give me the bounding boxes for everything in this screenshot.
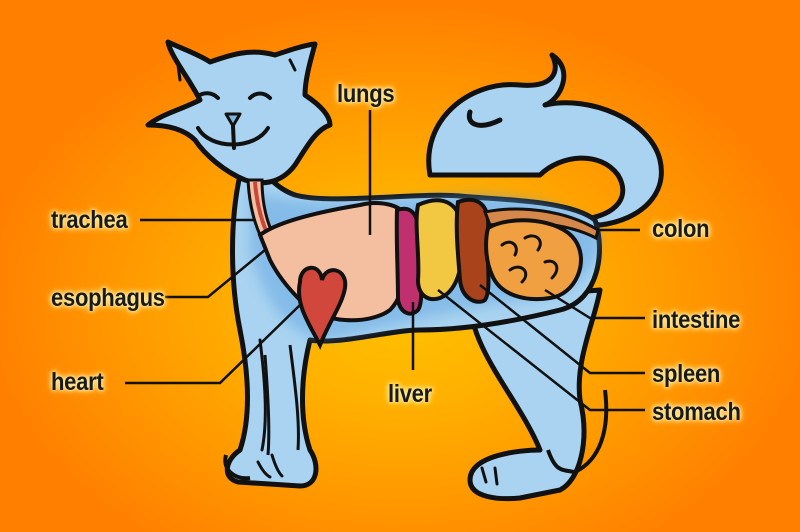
cat-head [145, 39, 333, 186]
label-liver: liver [388, 380, 432, 408]
stomach-leader [437, 289, 645, 412]
cat-tail [426, 52, 664, 228]
label-spleen: spleen [652, 360, 721, 388]
label-trachea: trachea [51, 206, 128, 234]
label-heart: heart [51, 368, 104, 396]
heart-leader [125, 304, 301, 385]
spleen-leader [479, 284, 645, 375]
label-colon: colon [652, 215, 710, 243]
leader-lines [125, 110, 645, 412]
esophagus-leader [165, 249, 266, 299]
label-stomach: stomach [652, 398, 741, 426]
label-lungs: lungs [337, 80, 395, 108]
intestine-organ [484, 218, 583, 302]
cat-front-legs [263, 344, 300, 456]
heart-organ [297, 265, 348, 350]
label-esophagus: esophagus [51, 284, 165, 312]
organs [246, 178, 600, 350]
label-intestine: intestine [652, 306, 741, 334]
intestine-leader [544, 288, 645, 320]
